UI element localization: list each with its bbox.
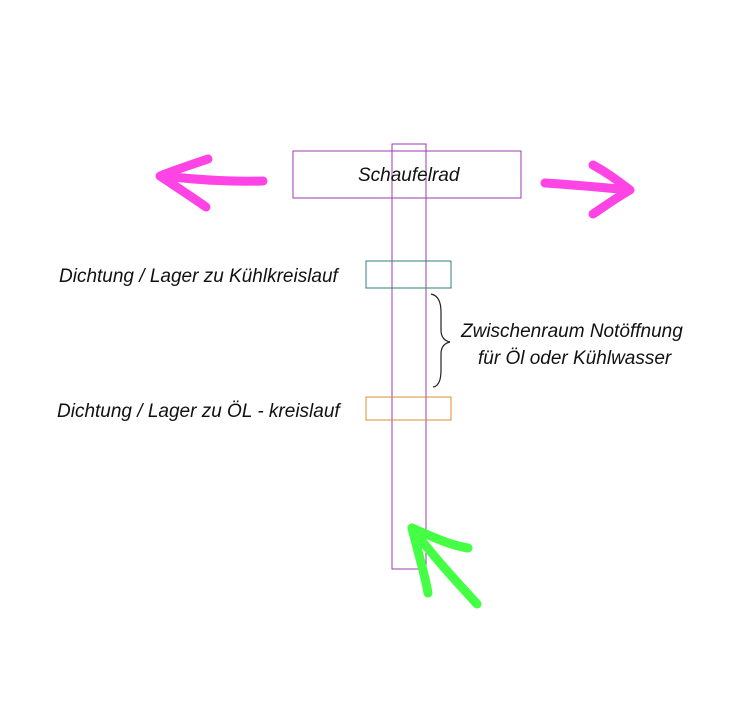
gap-brace	[430, 293, 451, 388]
gap-label-line1: Zwischenraum Notöffnung	[461, 321, 683, 342]
gap-label-line2: für Öl oder Kühlwasser	[478, 348, 672, 369]
seal-oil-box	[365, 396, 452, 421]
seal-cooling-label: Dichtung / Lager zu Kühlkreislauf	[59, 266, 338, 287]
seal-cooling-box	[365, 260, 452, 289]
paddle-wheel-box	[292, 150, 522, 199]
arrow-left-icon	[155, 154, 268, 212]
shaft	[391, 143, 427, 570]
seal-oil-label: Dichtung / Lager zu ÖL - kreislauf	[57, 401, 340, 422]
paddle-wheel-label: Schaufelrad	[358, 165, 460, 186]
arrow-right-icon	[540, 160, 635, 219]
rotation-arrow-icon	[407, 523, 482, 609]
